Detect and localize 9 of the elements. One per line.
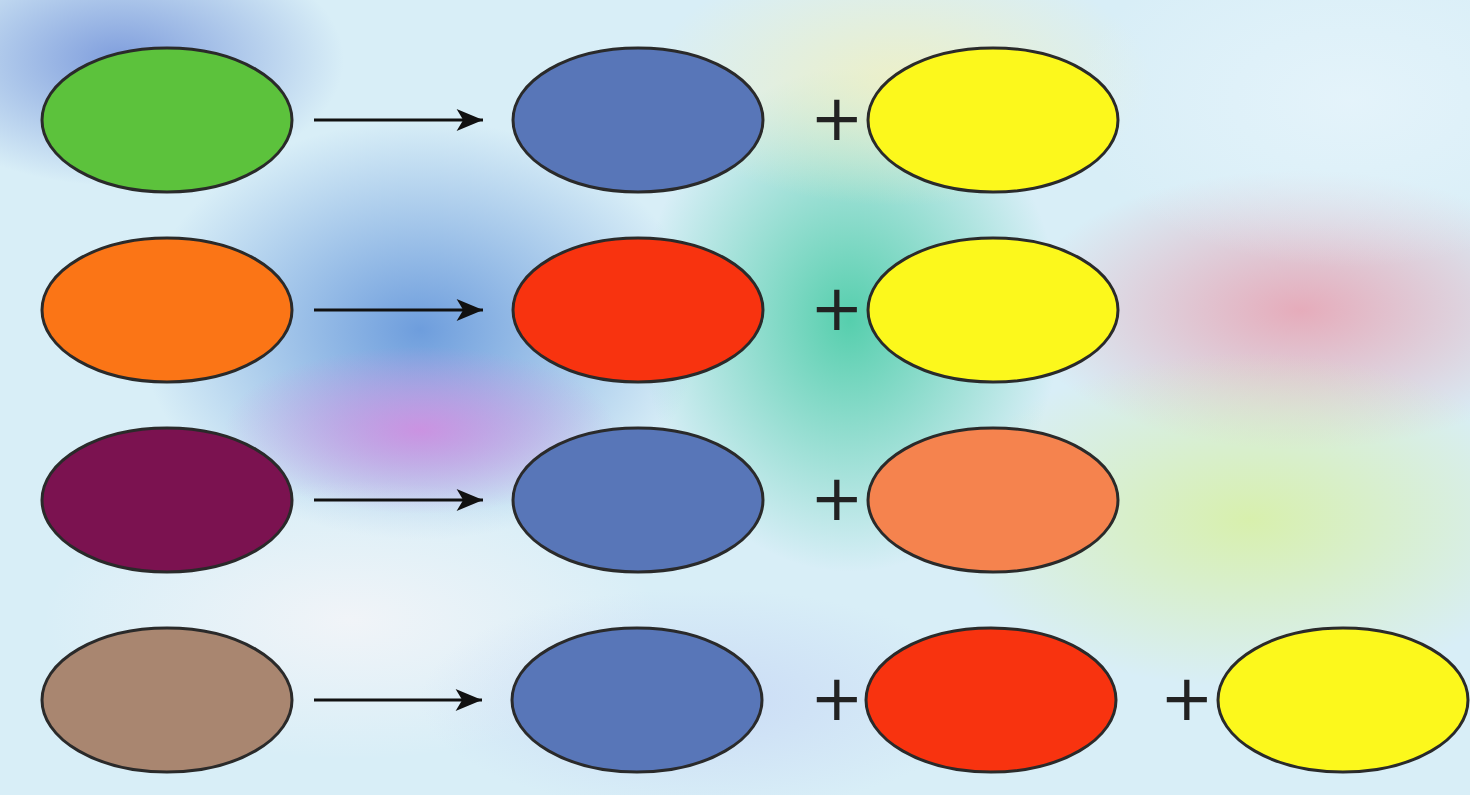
plus-sign: + <box>810 86 864 150</box>
arrow <box>314 299 483 321</box>
arrow <box>314 689 482 711</box>
plus-sign: + <box>810 276 864 340</box>
arrow <box>314 489 483 511</box>
arrow <box>314 109 483 131</box>
plus-sign: + <box>810 466 864 530</box>
plus-sign: + <box>810 666 864 730</box>
plus-sign: + <box>1160 666 1214 730</box>
